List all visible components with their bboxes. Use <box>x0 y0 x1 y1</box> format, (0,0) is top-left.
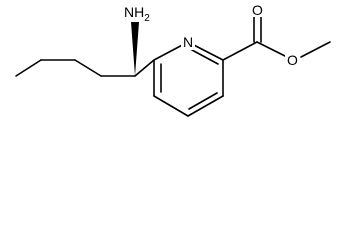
amine-subscript: 2 <box>144 13 150 24</box>
amine-symbol: NH <box>124 4 144 20</box>
ester-oxygen-label: O <box>287 52 298 68</box>
amine-label-bg <box>122 3 158 21</box>
bond-ring-n-c2-inner <box>191 49 219 65</box>
bond-ring-c4-c5 <box>153 95 189 117</box>
bond-ring-c3-c4-inner <box>188 92 218 110</box>
bond-chain-1 <box>15 59 42 77</box>
ring-nitrogen-label: N <box>183 34 193 50</box>
carbonyl-oxygen-label: O <box>252 2 263 18</box>
amine-label: NH2 <box>124 4 150 24</box>
wedge-bond-amine <box>131 22 139 76</box>
bond-ring-carbonyl <box>222 41 258 61</box>
bond-carbon-ester-o <box>256 41 286 57</box>
bond-ester-o-methyl <box>300 41 331 58</box>
carbonyl-oxygen-bg <box>251 2 265 17</box>
bond-ring-c3-c4 <box>187 95 224 117</box>
molecule-svg: NH2 N O O <box>15 2 331 117</box>
ring-nitrogen-bg <box>181 34 195 50</box>
ester-oxygen-bg <box>285 52 300 67</box>
bond-chain-3 <box>74 59 102 77</box>
structure-diagram: NH2 N O O <box>15 2 331 117</box>
bond-stereocenter-ring <box>134 59 155 77</box>
